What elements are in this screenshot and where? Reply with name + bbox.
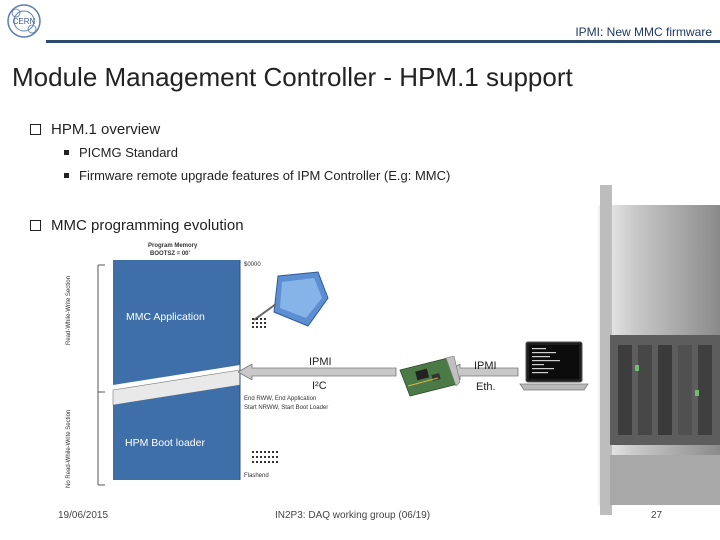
logo-text: CERN — [13, 17, 36, 26]
mmc-application-label: MMC Application — [126, 311, 205, 323]
bullet-hpm-overview: HPM.1 overview — [30, 121, 160, 138]
nrww-memory-block — [113, 385, 240, 480]
bootsz-label: BOOTSZ = 00' — [150, 251, 190, 257]
sub-bullet: Firmware remote upgrade features of IPM … — [64, 168, 450, 183]
hpm-boot-loader-label: HPM Boot loader — [125, 437, 205, 449]
addr-top-label: $0000 — [244, 262, 261, 268]
rww-section-label: Read-While-Write Section — [66, 276, 72, 345]
checkbox-bullet-icon — [30, 220, 41, 231]
square-bullet-icon — [64, 173, 69, 178]
program-memory-title: Program Memory — [148, 243, 198, 249]
ipmi-right-label: IPMI — [474, 360, 497, 372]
sub-bullet: PICMG Standard — [64, 145, 178, 160]
isp-connector-icon — [252, 451, 278, 463]
end-rww-label: End RWW, End Application — [244, 396, 317, 402]
footer-date: 19/06/2015 — [58, 510, 109, 521]
atca-rack-image — [598, 185, 720, 515]
nrww-section-label: No Read-While-Write Section — [66, 409, 72, 488]
checkbox-bullet-icon — [30, 124, 41, 135]
arrow-to-board — [446, 364, 519, 380]
page-title: Module Management Controller - HPM.1 sup… — [12, 62, 573, 92]
header-title: IPMI: New MMC firmware — [575, 25, 712, 39]
ipmi-left-label: IPMI — [309, 356, 332, 368]
bullet-mmc-evolution: MMC programming evolution — [30, 217, 244, 234]
flashend-label: Flashend — [244, 473, 269, 479]
usb-programmer-icon — [252, 271, 329, 328]
i2c-label: I²C — [312, 380, 327, 392]
eth-label: Eth. — [476, 381, 496, 393]
start-nrww-label: Start NRWW, Start Boot Loader — [244, 405, 329, 411]
rww-memory-block — [113, 260, 240, 385]
laptop-icon — [519, 341, 589, 391]
footer-center: IN2P3: DAQ working group (06/19) — [275, 510, 431, 521]
page-number: 27 — [651, 510, 663, 521]
square-bullet-icon — [64, 150, 69, 155]
bullet-text: HPM.1 overview — [51, 121, 161, 138]
program-memory-diagram — [97, 260, 241, 486]
arrow-to-mmc — [238, 364, 397, 380]
header-rule — [46, 40, 720, 43]
cern-logo: CERN — [7, 4, 41, 38]
bullet-text: MMC programming evolution — [51, 217, 244, 234]
amc-board-icon — [399, 356, 460, 397]
